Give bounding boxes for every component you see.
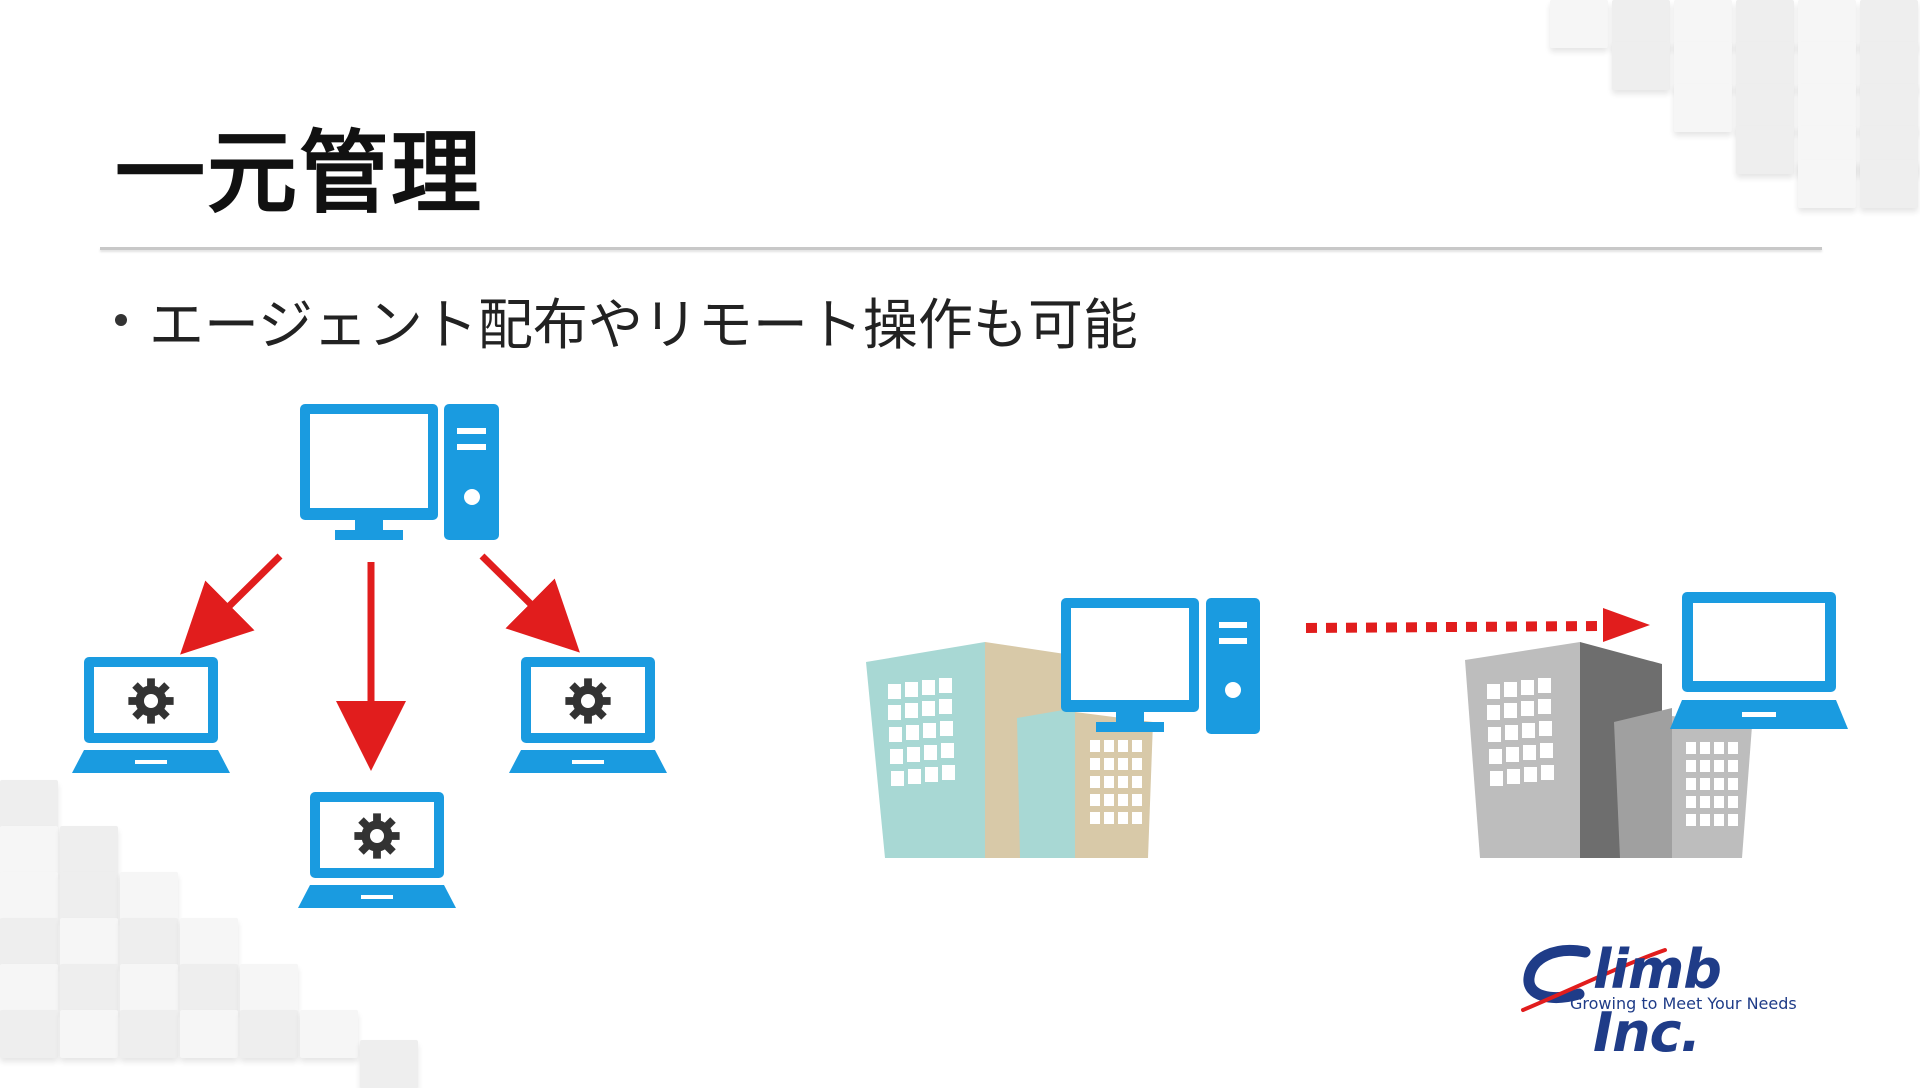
title-divider <box>100 247 1822 250</box>
logo-tagline: Growing to Meet Your Needs <box>1570 994 1797 1013</box>
slide-title: 一元管理 <box>115 121 483 226</box>
laptop-gear-icon <box>72 657 230 773</box>
corner-decoration-top-right <box>1550 0 1920 215</box>
remote-laptop-icon <box>1670 592 1848 729</box>
bullet-item: エージェント配布やリモート操作も可能 <box>115 280 1138 360</box>
office-desktop-icon <box>1061 598 1260 734</box>
distribution-arrow-left <box>180 553 283 655</box>
bullet-dot <box>115 314 127 326</box>
admin-desktop-icon <box>300 404 499 540</box>
remote-control-arrow <box>1305 621 1599 633</box>
climb-swoosh-icon <box>1521 945 1667 1012</box>
remote-building-icon <box>1465 642 1752 858</box>
laptop-gear-icon <box>298 792 456 908</box>
remote-control-arrow-head <box>1603 608 1650 642</box>
company-logo: limb Inc. Growing to Meet Your Needs <box>1515 938 1835 1064</box>
bullet-text: エージェント配布やリモート操作も可能 <box>149 293 1138 357</box>
laptop-gear-icon <box>509 657 667 773</box>
logo-wordmark: limb Inc. <box>1593 938 1722 1064</box>
office-building-icon <box>866 642 1153 858</box>
corner-decoration-bottom-left <box>0 780 440 1088</box>
distribution-arrow-right <box>479 553 580 653</box>
